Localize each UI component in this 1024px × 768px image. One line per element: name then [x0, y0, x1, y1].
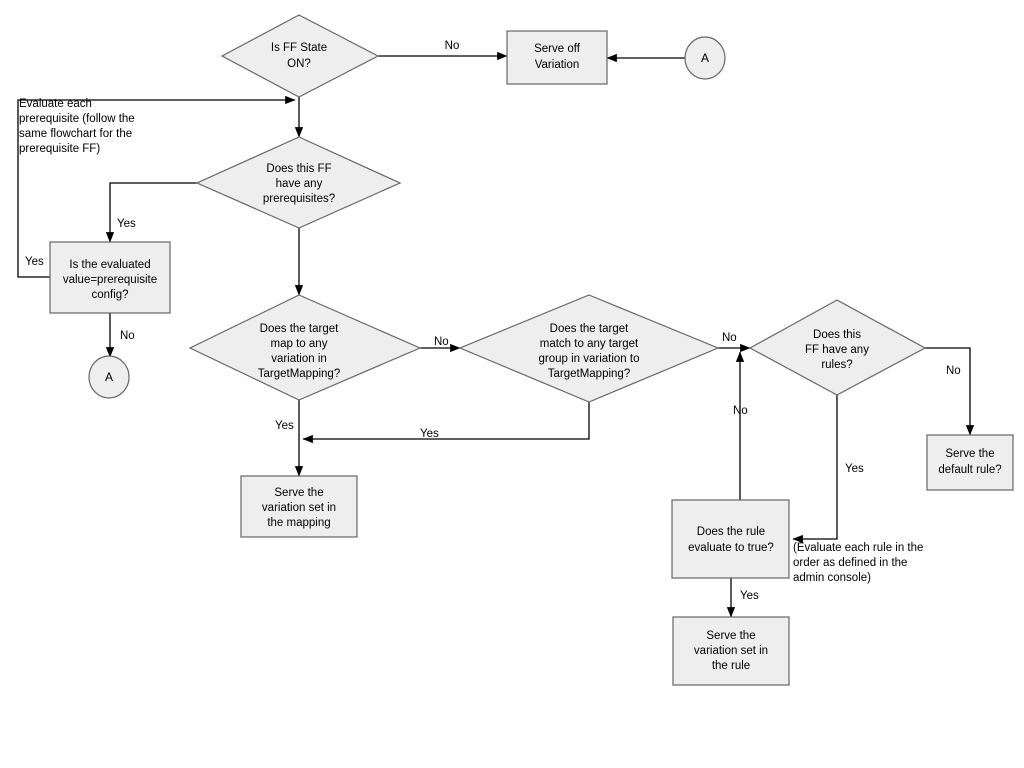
note-prerequisite-line1: Evaluate each — [19, 98, 92, 110]
edge-label-evaluated-no: No — [120, 330, 135, 342]
note-prerequisite-line2: prerequisite (follow the — [19, 113, 135, 125]
node-target-map-line4: TargetMapping? — [258, 368, 340, 380]
edge-label-ff-state-no: No — [445, 40, 460, 52]
node-connector-a-top[interactable]: A — [684, 36, 726, 80]
note-rule-order-line1: (Evaluate each rule in the — [793, 542, 923, 554]
node-rule-evaluate[interactable]: Does the rule evaluate to true? — [671, 499, 790, 579]
edge-label-has-rules-yes: Yes — [845, 463, 864, 475]
edge-label-rule-true-yes: Yes — [740, 590, 759, 602]
node-target-map-line3: variation in — [271, 353, 327, 365]
node-ff-state[interactable]: Is FF State ON? — [220, 14, 380, 98]
node-target-group-line3: group in variation to — [538, 353, 639, 365]
node-serve-default-line1: Serve the — [945, 448, 994, 460]
node-rule-true-line1: Does the rule — [697, 526, 765, 538]
node-evaluated-value[interactable]: Is the evaluated value=prerequisite conf… — [49, 241, 171, 314]
node-serve-default-line2: default rule? — [938, 464, 1001, 476]
node-serve-rule-line1: Serve the — [706, 630, 755, 642]
node-prerequisites[interactable]: Does this FF have any prerequisites? — [195, 136, 402, 229]
edge-label-target-map-no: No — [434, 336, 449, 348]
node-serve-mapping-line3: the mapping — [267, 517, 330, 529]
note-prerequisite: Evaluate each prerequisite (follow the s… — [19, 98, 135, 155]
edge-label-evaluated-yes: Yes — [25, 256, 44, 268]
node-target-map-line1: Does the target — [260, 323, 339, 335]
edge-label-prereq-yes: Yes — [117, 218, 136, 230]
node-evaluated-line1: Is the evaluated — [69, 259, 150, 271]
node-target-group[interactable]: Does the target match to any target grou… — [458, 294, 720, 403]
node-serve-off-variation[interactable]: Serve off Variation — [506, 30, 608, 85]
node-has-rules-line2: FF have any — [805, 344, 869, 356]
edge-label-rule-true-no: No — [733, 405, 748, 417]
note-rule-order-line3: admin console) — [793, 572, 871, 584]
node-evaluated-line3: config? — [91, 289, 128, 301]
edge-label-target-map-yes: Yes — [275, 420, 294, 432]
node-prereq-line2: have any — [276, 178, 323, 190]
edge-label-target-group-yes: Yes — [420, 428, 439, 440]
node-target-map[interactable]: Does the target map to any variation in … — [188, 294, 422, 401]
note-rule-order-line2: order as defined in the — [793, 557, 907, 569]
note-prerequisite-line4: prerequisite FF) — [19, 143, 100, 155]
node-serve-rule-line3: the rule — [712, 660, 750, 672]
node-serve-rule-line2: variation set in — [694, 645, 768, 657]
node-serve-rule[interactable]: Serve the variation set in the rule — [672, 616, 790, 686]
edge-label-has-rules-no: No — [946, 365, 961, 377]
node-evaluated-line2: value=prerequisite — [63, 274, 157, 286]
node-serve-default-rule[interactable]: Serve the default rule? — [926, 434, 1014, 491]
node-has-rules-line3: rules? — [821, 359, 852, 371]
node-serve-mapping[interactable]: Serve the variation set in the mapping — [240, 475, 358, 538]
node-serve-off-line1: Serve off — [534, 43, 581, 55]
edge-has-rules-yes — [792, 395, 838, 544]
edge-evaluated-yes-loopback — [17, 95, 296, 278]
node-serve-off-line2: Variation — [535, 59, 580, 71]
edge-label-target-group-no: No — [722, 332, 737, 344]
note-prerequisite-line3: same flowchart for the — [19, 128, 132, 140]
edge-prereq-yes — [105, 182, 197, 243]
connector-a-top-label: A — [701, 51, 709, 65]
node-target-map-line2: map to any — [271, 338, 328, 350]
node-target-group-line1: Does the target — [550, 323, 629, 335]
node-prereq-line1: Does this FF — [266, 163, 331, 175]
node-prereq-line3: prerequisites? — [263, 193, 335, 205]
node-ff-state-line2: ON? — [287, 58, 311, 70]
node-serve-mapping-line2: variation set in — [262, 502, 336, 514]
node-connector-a-left[interactable]: A — [88, 355, 130, 399]
node-ff-state-line1: Is FF State — [271, 42, 327, 54]
note-rule-order: (Evaluate each rule in the order as defi… — [793, 542, 923, 584]
edge-target-group-yes — [302, 402, 590, 444]
node-has-rules[interactable]: Does this FF have any rules? — [748, 299, 927, 396]
node-target-group-line4: TargetMapping? — [548, 368, 630, 380]
node-rule-true-line2: evaluate to true? — [688, 542, 774, 554]
node-serve-mapping-line1: Serve the — [274, 487, 323, 499]
connector-a-left-label: A — [105, 370, 113, 384]
node-target-group-line2: match to any target — [540, 338, 639, 350]
edge-has-rules-no — [925, 347, 975, 436]
node-has-rules-line1: Does this — [813, 329, 861, 341]
